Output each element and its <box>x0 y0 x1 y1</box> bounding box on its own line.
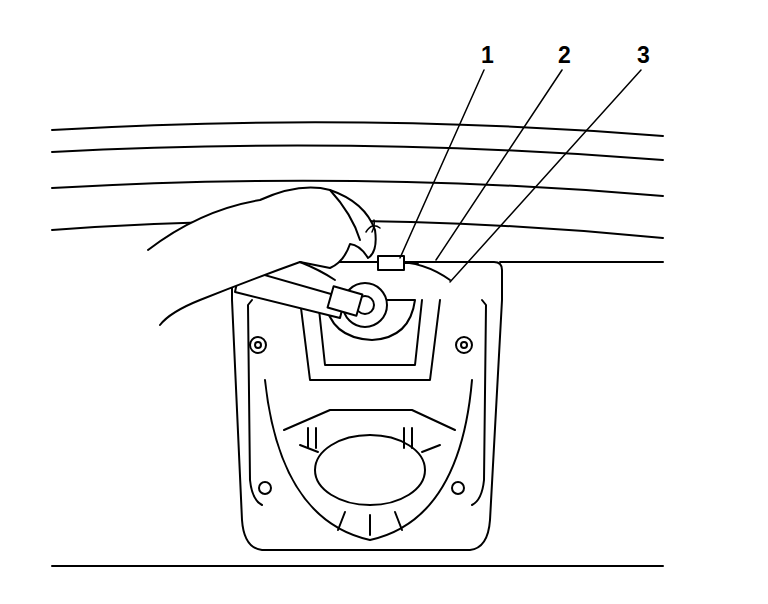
callout-number: 3 <box>636 44 651 67</box>
callout-number: 2 <box>557 44 572 67</box>
callout-number: 1 <box>480 44 495 67</box>
